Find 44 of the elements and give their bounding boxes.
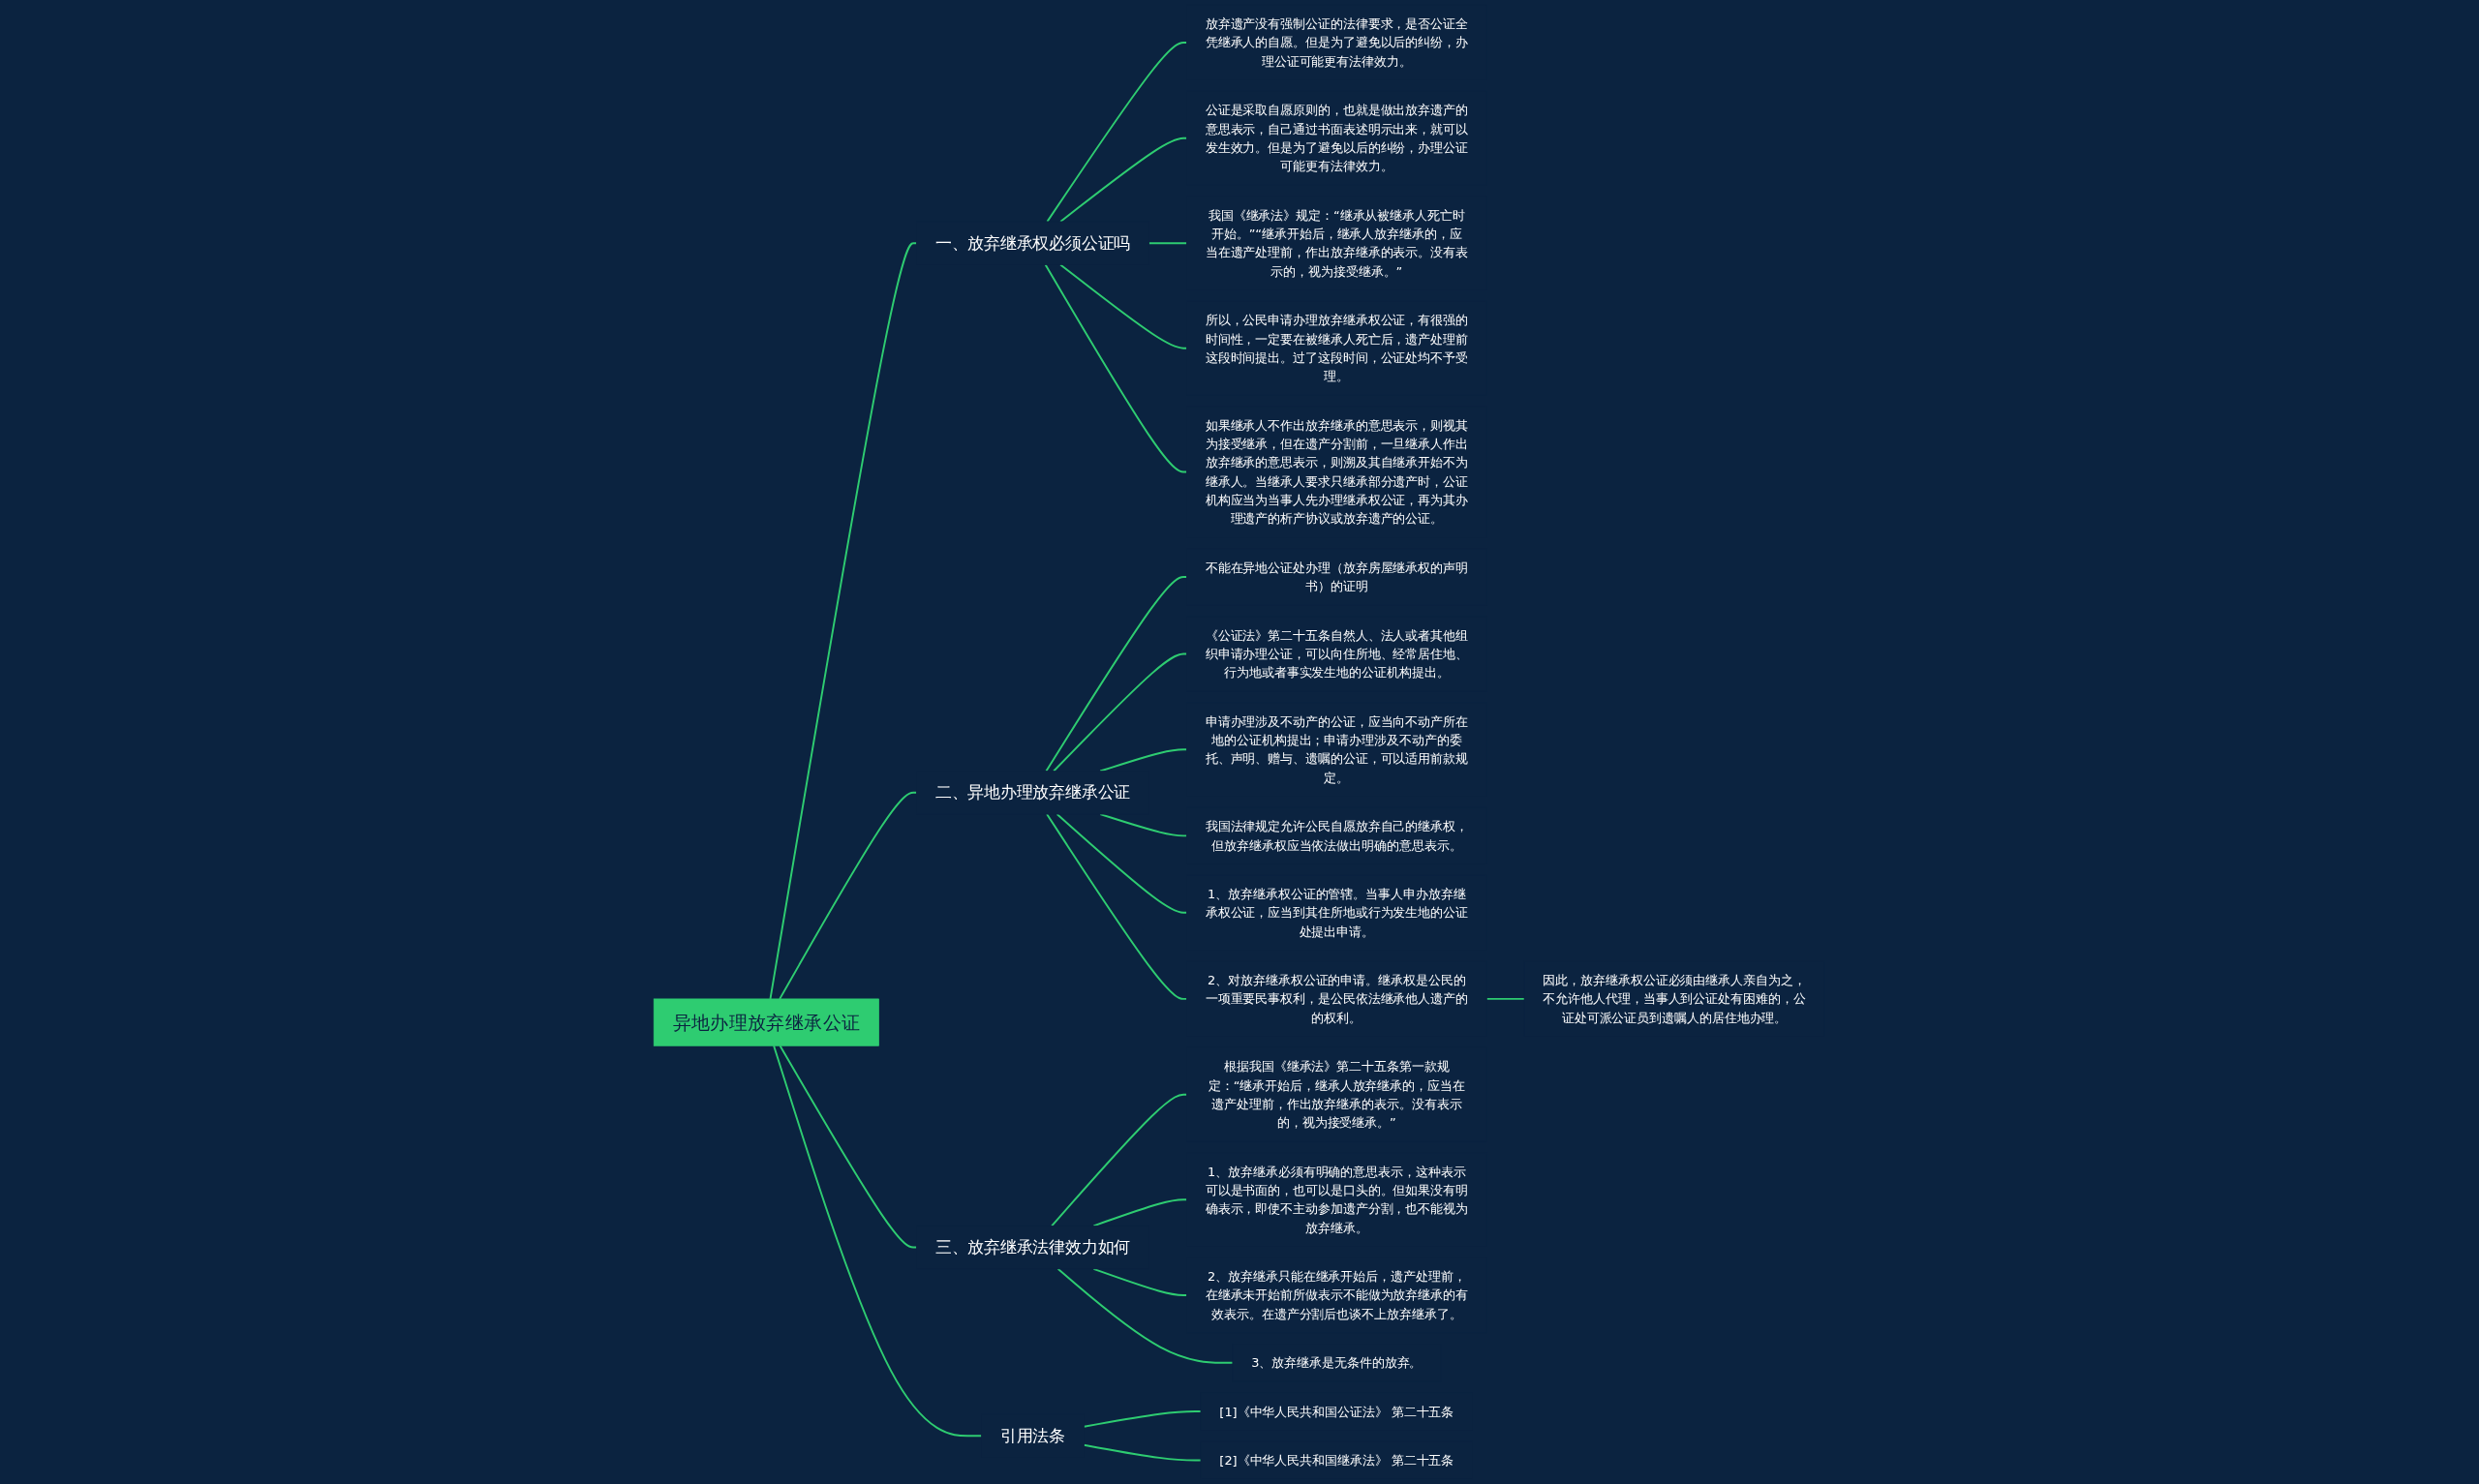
node-text: 申请办理涉及不动产的公证，应当向不动产所在地的公证机构提出；申请办理涉及不动产的委托、声明、赠与、遗嘱的公证，可以适用前款规定。 — [1206, 713, 1469, 786]
connector — [1059, 263, 1188, 349]
node-text: 放弃遗产没有强制公证的法律要求，是否公证全凭继承人的自愿。但是为了避免以后的纠纷，办理公证可能更有法律效力。 — [1206, 15, 1469, 70]
node-text: 我国《继承法》规定：“继承从被继承人死亡时开始。”“继承开始后，继承人放弃继承的，应当在遗产处理前，作出放弃继承的表示。没有表示的，视为接受继承。” — [1206, 207, 1469, 279]
node-text: 所以，公民申请办理放弃继承权公证，有很强的时间性，一定要在被继承人死亡后，遗产处理前这段时间提出。过了这段时间，公证处均不予受理。 — [1206, 312, 1469, 384]
connector — [1059, 136, 1188, 223]
node-text: 我国法律规定允许公民自愿放弃自己的继承权，但放弃继承权应当依法做出明确的意思表示。 — [1206, 818, 1469, 853]
connector — [1092, 1267, 1188, 1296]
connector — [1057, 1267, 1235, 1364]
node-text: 引用法条 — [1000, 1426, 1066, 1445]
connector — [1485, 997, 1526, 1000]
connector — [1148, 242, 1188, 245]
node-text: 不能在异地公证处办理（放弃房屋继承权的声明书）的证明 — [1206, 560, 1469, 594]
node-text: 1、放弃继承必须有明确的意思表示，这种表示可以是书面的，也可以是口头的。但如果没有明确表示，即使不主动参加遗产分割，也不能视为放弃继承。 — [1206, 1164, 1469, 1235]
connector — [769, 242, 918, 1000]
node-text: 公证是采取自愿原则的，也就是做出放弃遗产的意思表示，自己通过书面表述明示出来，就可以发生效力。但是为了避免以后的纠纷，办理公证可能更有法律效力。 — [1206, 102, 1469, 174]
connector — [1046, 813, 1188, 1000]
node-text: 根据我国《继承法》第二十五条第一款规定：“继承开始后，继承人放弃继承的，应当在遗产处理前，作出放弃继承的表示。没有表示的，视为接受继承。” — [1209, 1058, 1466, 1131]
node-text: [2]《中华人民共和国继承法》 第二十五条 — [1219, 1452, 1454, 1469]
connector — [1083, 1443, 1203, 1462]
node-text: 三、放弃继承法律效力如何 — [935, 1237, 1131, 1257]
connector — [1051, 1093, 1188, 1227]
connector — [1056, 813, 1188, 914]
node-box: 异地办理放弃继承公证 — [654, 998, 880, 1046]
node-text: [1]《中华人民共和国公证法》 第二十五条 — [1219, 1404, 1454, 1419]
connector — [773, 1045, 983, 1438]
connector — [779, 791, 918, 1000]
connector — [1053, 652, 1188, 772]
node-text: 二、异地办理放弃继承公证 — [935, 782, 1131, 803]
connector — [780, 1045, 918, 1249]
node-text: 1、放弃继承权公证的管辖。当事人申办放弃继承权公证，应当到其住所地或行为发生地的公证处提出申请。 — [1206, 886, 1469, 939]
node-text: 因此，放弃继承权公证必须由继承人亲自为之，不允许他人代理，当事人到公证处有困难的，公证处可派公证员到遗嘱人的居住地办理。 — [1543, 972, 1807, 1026]
node-text: 2、对放弃继承权公证的申请。继承权是公民的一项重要民事权利，是公民依法继承他人遗产的的权利。 — [1206, 972, 1469, 1026]
connector — [1092, 1198, 1188, 1227]
node-text: 《公证法》第二十五条自然人、法人或者其他组织申请办理公证，可以向住所地、经常居住地、行为地或者事实发生地的公证机构提出。 — [1206, 627, 1469, 681]
connector — [1045, 576, 1188, 772]
node-text: 2、放弃继承只能在继承开始后，遗产处理前，在继承未开始前所做表示不能做为放弃继承的有效表示。在遗产分割后也谈不上放弃继承了。 — [1206, 1268, 1469, 1322]
node-text: 3、放弃继承是无条件的放弃。 — [1251, 1354, 1423, 1371]
connector — [1045, 263, 1188, 473]
node-text: 如果继承人不作出放弃继承的意思表示，则视其为接受继承，但在遗产分割前，一旦继承人作出放弃继承的意思表示，则溯及其自继承开始不为继承人。当继承人要求只继承部分遗产时，公证机构应当为当事人先办理继承权公证，再为其办理遗产的析产协议或放弃遗产的公证。 — [1206, 417, 1469, 527]
connector — [1046, 41, 1188, 223]
connector — [1099, 748, 1188, 772]
node-text: 一、放弃继承权必须公证吗 — [935, 233, 1131, 253]
connector — [1083, 1410, 1203, 1428]
